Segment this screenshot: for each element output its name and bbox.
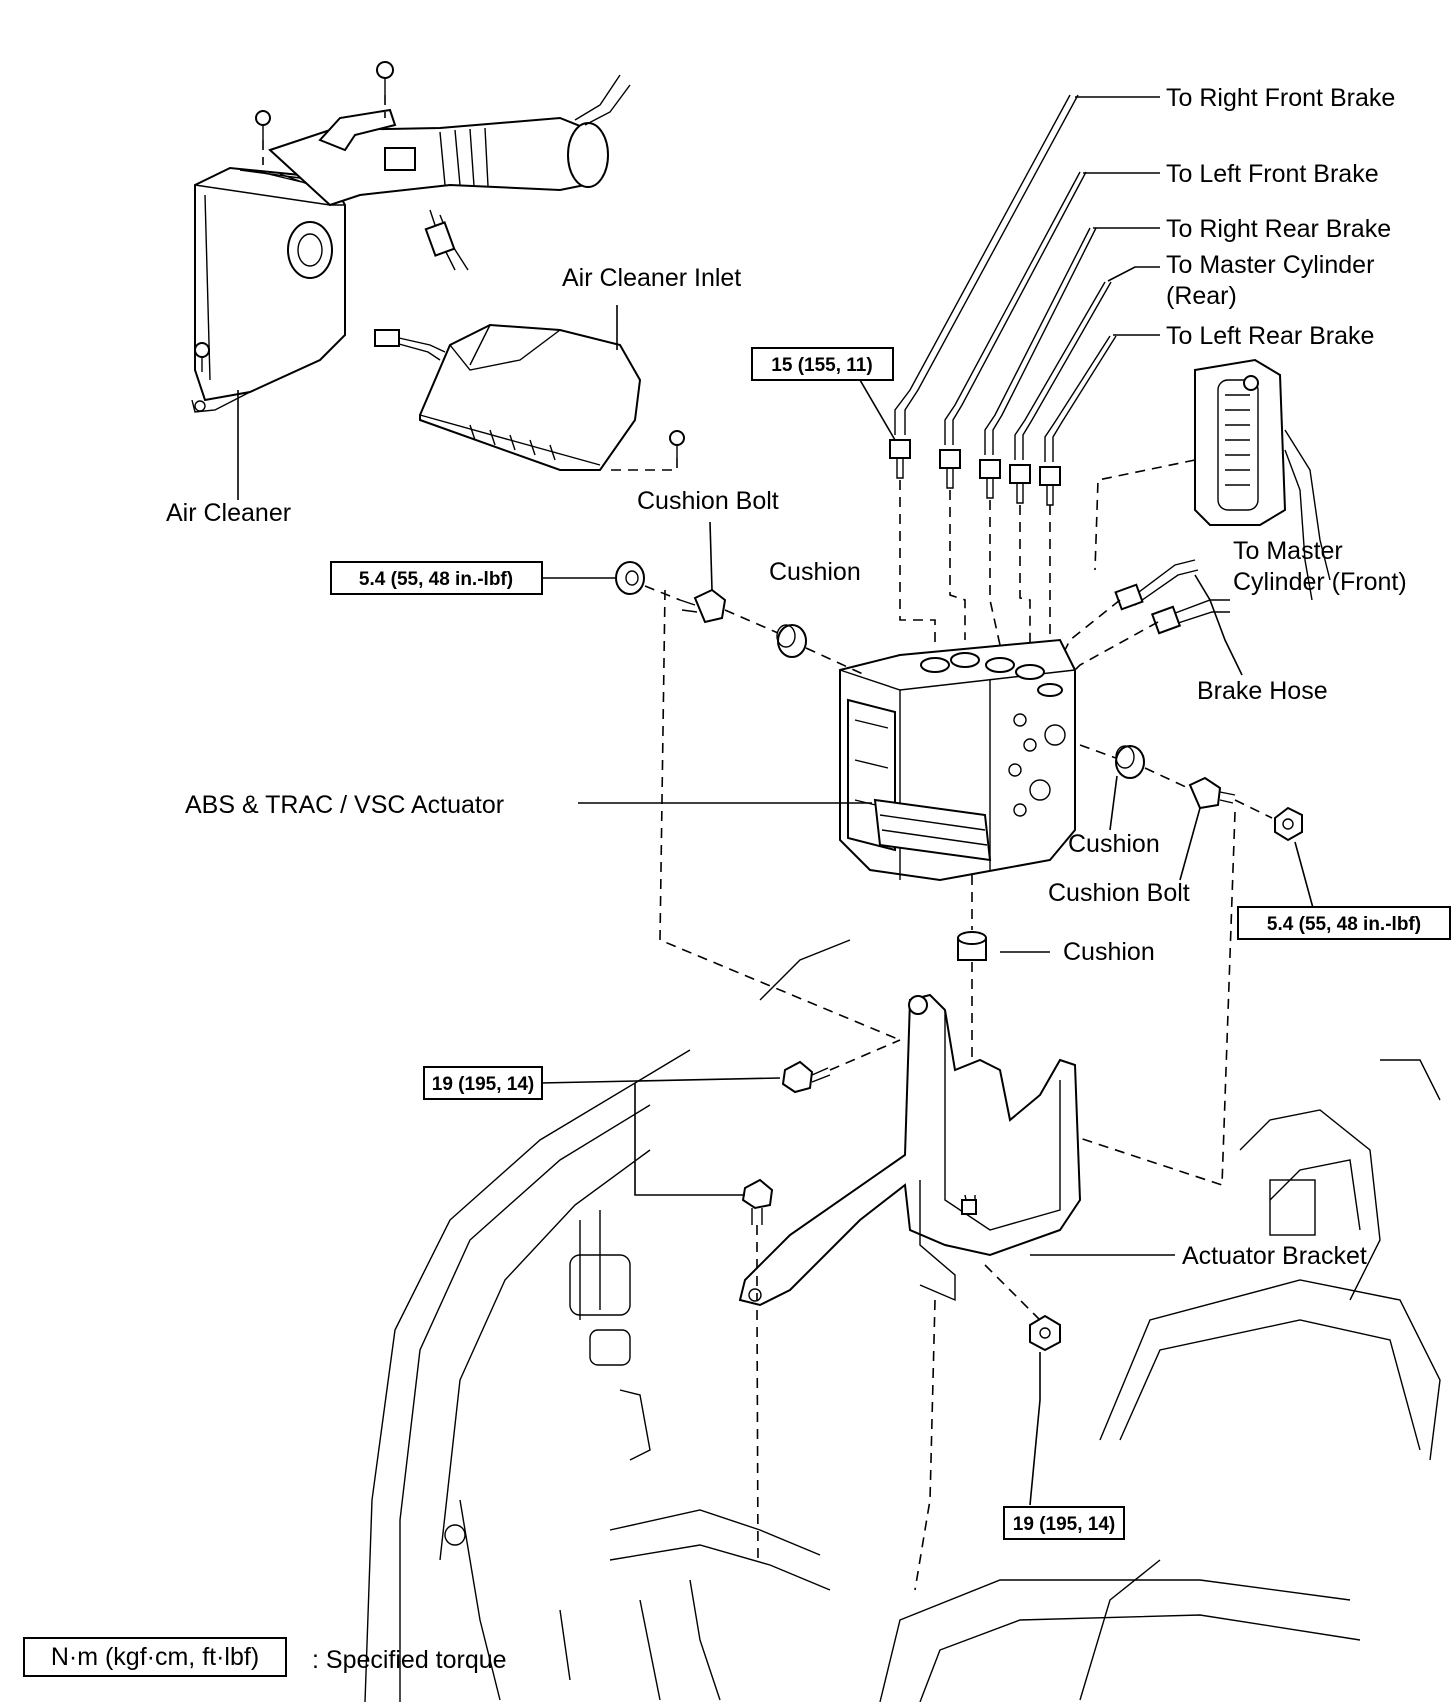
callout-labels: To Right Front Brake To Left Front Brake… (166, 84, 1407, 1270)
label-master-cylinder-rear-line2: (Rear) (1166, 282, 1237, 310)
label-air-cleaner-inlet: Air Cleaner Inlet (562, 264, 741, 292)
torque-nut-right-value: 5.4 (55, 48 in.-lbf) (1267, 914, 1421, 935)
label-cushion-bottom: Cushion (1063, 938, 1155, 966)
air-cleaner-drawing (191, 61, 631, 500)
right-mount-drawing (1039, 745, 1314, 1187)
torque-bracket-nut-value: 19 (195, 14) (1013, 1514, 1115, 1535)
torque-box-nut-right: 5.4 (55, 48 in.-lbf) (1237, 906, 1451, 940)
air-cleaner-bolt-3 (194, 342, 210, 372)
brake-lines-drawing (889, 94, 1243, 681)
label-cushion-bolt-right: Cushion Bolt (1048, 879, 1190, 907)
torque-bracket-bolts-value: 19 (195, 14) (432, 1074, 534, 1095)
label-abs-actuator: ABS & TRAC / VSC Actuator (185, 791, 504, 819)
torque-box-bracket-nut: 19 (195, 14) (1003, 1506, 1125, 1540)
abs-actuator-drawing (578, 638, 1136, 930)
label-right-rear-brake: To Right Rear Brake (1166, 215, 1391, 243)
label-cushion-bolt-left: Cushion Bolt (637, 487, 779, 515)
air-cleaner-bolt-1 (376, 61, 394, 118)
label-cushion-left: Cushion (769, 558, 861, 586)
label-brake-hose: Brake Hose (1197, 677, 1328, 705)
label-air-cleaner: Air Cleaner (166, 499, 291, 527)
torque-brake-lines-value: 15 (155, 11) (771, 355, 872, 376)
label-master-cylinder-rear-line1: To Master Cylinder (1166, 251, 1374, 279)
bottom-cushion-drawing (957, 931, 1050, 1211)
label-right-front-brake: To Right Front Brake (1166, 84, 1395, 112)
left-mount-drawing (540, 521, 901, 1041)
torque-legend: N·m (kgf·cm, ft·lbf) : Specified torque (23, 1637, 507, 1677)
air-cleaner-inlet-drawing (419, 305, 685, 471)
air-cleaner-bolt-2 (255, 110, 271, 165)
bracket-fasteners-drawing (539, 1039, 1061, 1561)
actuator-bracket-drawing (738, 993, 1175, 1591)
label-master-cylinder-front-line2: Cylinder (Front) (1233, 568, 1407, 596)
torque-box-bracket-bolts: 19 (195, 14) (423, 1066, 543, 1100)
label-left-front-brake: To Left Front Brake (1166, 160, 1379, 188)
label-master-cylinder-front-line1: To Master (1233, 537, 1343, 565)
label-cushion-right: Cushion (1068, 830, 1160, 858)
legend-meaning: : Specified torque (312, 1646, 507, 1674)
label-actuator-bracket: Actuator Bracket (1182, 1242, 1367, 1270)
legend-unit: N·m (kgf·cm, ft·lbf) (51, 1643, 259, 1671)
label-left-rear-brake: To Left Rear Brake (1166, 322, 1374, 350)
torque-box-nut-left: 5.4 (55, 48 in.-lbf) (330, 561, 543, 595)
torque-boxes: 15 (155, 11) 5.4 (55, 48 in.-lbf) 5.4 (5… (330, 347, 1451, 1540)
actuator-connector-drawing (1094, 358, 1331, 601)
torque-nut-left-value: 5.4 (55, 48 in.-lbf) (359, 569, 513, 590)
engine-bay-drawing (364, 939, 1441, 1702)
torque-box-brake-lines: 15 (155, 11) (751, 347, 896, 441)
